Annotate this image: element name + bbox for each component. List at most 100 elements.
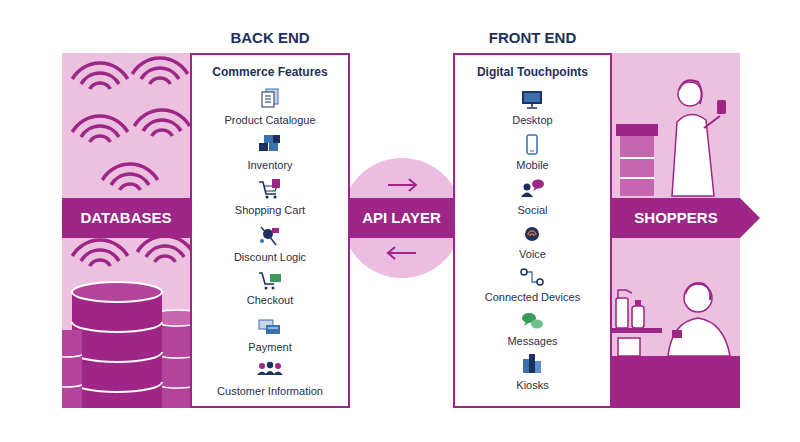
customer-icon xyxy=(275,363,281,369)
payment-icon xyxy=(268,328,278,329)
customer-icon xyxy=(257,371,283,375)
feature-column: FRONT ENDDigital TouchpointsDesktopMobil… xyxy=(453,28,612,408)
band-label: API LAYER xyxy=(350,198,453,238)
signal-arcs xyxy=(102,164,157,190)
discount-icon xyxy=(260,239,264,243)
database-symbol xyxy=(62,282,190,408)
section-heading: BACK END xyxy=(194,29,346,47)
signal-arcs xyxy=(72,240,127,266)
mobile-icon xyxy=(527,135,537,154)
devices-icon xyxy=(524,272,540,282)
section-heading: FRONT END xyxy=(457,29,608,47)
band-label: DATABASES xyxy=(62,198,190,238)
database-symbol xyxy=(62,355,82,387)
discount-icon xyxy=(261,227,276,245)
discount-icon xyxy=(263,229,273,239)
payment-icon xyxy=(266,325,280,334)
checkout-icon xyxy=(259,273,274,284)
checkout-icon xyxy=(270,274,281,282)
shopper-illustration xyxy=(668,318,730,356)
shopper-illustration xyxy=(612,328,662,333)
checkout-icon xyxy=(272,287,275,290)
social-icon xyxy=(521,180,544,198)
desktop-icon xyxy=(527,104,537,108)
shoppers-panel xyxy=(612,356,740,408)
kiosk-icon xyxy=(535,361,541,373)
catalogue-icon xyxy=(266,89,278,104)
customer-icon xyxy=(259,363,265,369)
shopper-illustration xyxy=(612,283,730,356)
feature-label: Customer Information xyxy=(194,384,346,398)
customer-icon xyxy=(257,362,283,375)
shopper-illustration xyxy=(635,300,641,306)
band-label: SHOPPERS xyxy=(612,198,740,238)
cart-icon xyxy=(259,182,276,194)
checkout-icon xyxy=(259,273,281,290)
desktop-icon xyxy=(524,93,540,102)
catalogue-icon xyxy=(265,96,271,102)
feature-label: Checkout xyxy=(194,293,346,307)
flow-arrow xyxy=(388,247,416,259)
box-frame xyxy=(453,53,612,408)
mobile-icon xyxy=(530,151,534,152)
discount-icon xyxy=(260,227,279,245)
voice-icon xyxy=(525,227,539,241)
voice-icon xyxy=(528,231,536,236)
feature-label: Desktop xyxy=(457,113,608,127)
payment-icon xyxy=(259,320,280,334)
cart-icon xyxy=(264,186,277,191)
database-symbol xyxy=(72,282,162,302)
discount-icon xyxy=(272,228,279,233)
database-symbol xyxy=(72,292,162,408)
box-heading: Digital Touchpoints xyxy=(457,64,608,80)
feature-label: Shopping Cart xyxy=(194,203,346,217)
shopper-illustration xyxy=(672,330,682,338)
layer-band: DATABASES xyxy=(62,198,190,238)
shopper-illustration xyxy=(620,158,654,178)
signal-arcs xyxy=(134,110,189,136)
shopper-illustration xyxy=(685,283,710,300)
feature-label: Connected Devices xyxy=(457,290,608,304)
feature-label: Voice xyxy=(457,247,608,261)
cart-icon xyxy=(259,179,280,199)
shopper-illustration xyxy=(632,306,644,328)
messages-icon xyxy=(522,313,543,329)
devices-icon xyxy=(537,279,543,285)
feature-label: Payment xyxy=(194,340,346,354)
cart-icon xyxy=(272,179,280,188)
catalogue-icon xyxy=(262,92,274,107)
feature-label: Discount Logic xyxy=(194,250,346,264)
shopper-illustration xyxy=(717,100,726,114)
inventory-icon xyxy=(264,135,273,143)
shopper-illustration xyxy=(704,116,720,128)
kiosk-icon xyxy=(529,354,535,373)
devices-icon xyxy=(521,269,527,275)
social-icon xyxy=(524,184,531,191)
database-symbol xyxy=(148,350,190,388)
shoppers-band: SHOPPERS xyxy=(612,198,760,238)
feature-column: BACK ENDCommerce FeaturesProduct Catalog… xyxy=(190,28,350,408)
api-circle: API LAYER xyxy=(342,158,462,278)
feature-label: Product Catalogue xyxy=(194,113,346,127)
shopper-illustration xyxy=(616,298,628,328)
kiosk-icon xyxy=(523,354,541,373)
signal-arcs xyxy=(72,63,127,89)
feature-label: Kiosks xyxy=(457,378,608,392)
database-symbol xyxy=(148,318,190,408)
checkout-icon xyxy=(265,287,268,290)
messages-icon xyxy=(524,321,530,326)
shopper-illustration xyxy=(678,82,702,106)
messages-icon xyxy=(531,320,543,329)
mobile-icon xyxy=(527,135,537,154)
feature-label: Social xyxy=(457,203,608,217)
shopper-illustration xyxy=(616,80,726,196)
inventory-icon xyxy=(269,143,278,151)
devices-icon xyxy=(521,269,543,285)
shopper-illustration xyxy=(620,136,654,196)
databases-panel xyxy=(62,53,190,408)
inventory-icon xyxy=(259,135,280,151)
messages-icon xyxy=(522,313,536,323)
feature-label: Messages xyxy=(457,334,608,348)
shopper-illustration xyxy=(618,338,640,356)
